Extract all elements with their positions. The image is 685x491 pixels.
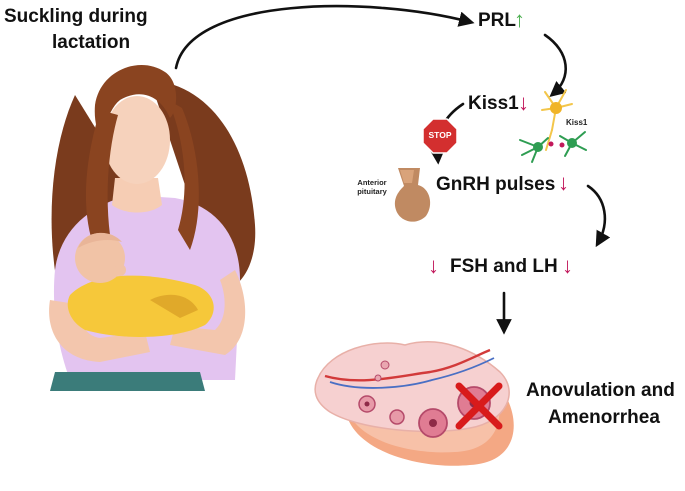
outcome-line-1: Anovulation and [526,380,675,401]
kiss1-neuron-illustration [519,89,587,163]
kiss1-down-arrow-icon: ↓ [518,90,529,115]
stop-sign-label: STOP [428,130,452,140]
title-line-1: Suckling during [4,6,148,27]
prl-label: PRL [478,10,516,31]
gnrh-label: GnRH pulses [436,174,556,195]
kiss1-label: Kiss1 [468,93,519,114]
arrow-suckling-to-prl [174,4,475,70]
outcome-line-2: Amenorrhea [548,407,660,428]
ovary-illustration [314,341,514,466]
title-line-2: lactation [52,32,131,53]
pituitary-illustration [394,168,431,222]
kiss1-neuron-label: Kiss1 [566,118,588,127]
stop-sign [422,118,458,154]
mother-breastfeeding-illustration [49,64,256,391]
cross-mark-icon [455,382,503,430]
anterior-pituitary-line-1: Anterior [357,178,387,187]
anterior-pituitary-label: Anterior pituitary [350,178,394,196]
prl-up-arrow-icon: ↑ [514,7,525,32]
gnrh-down-arrow-icon: ↓ [558,170,569,195]
fsh-lh-left-down-arrow-icon: ↓ [428,253,439,278]
fsh-lh-label: FSH and LH [450,256,558,277]
arrow-gnrh-to-fsh-lh [586,184,611,248]
fsh-lh-right-down-arrow-icon: ↓ [562,253,573,278]
arrow-prl-to-neuron [543,33,567,98]
anterior-pituitary-line-2: pituitary [357,187,387,196]
